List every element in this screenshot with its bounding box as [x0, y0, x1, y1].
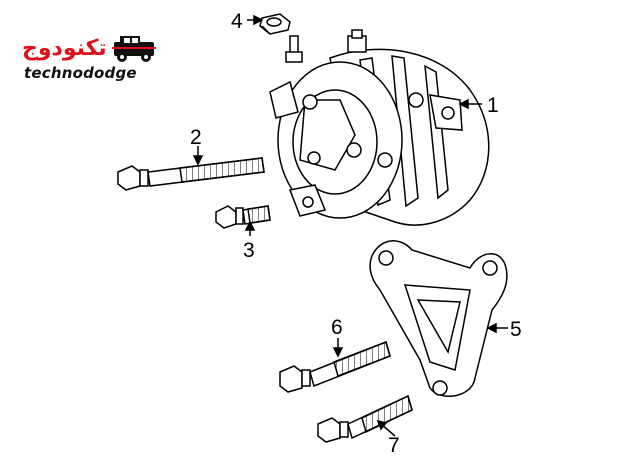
leader-lines: [192, 14, 508, 437]
callout-1: 1: [487, 94, 499, 117]
callout-6: 6: [331, 316, 343, 339]
mounting-bracket-icon: [369, 240, 508, 397]
jeep-icon: [112, 36, 156, 62]
callout-5: 5: [510, 318, 522, 341]
bracket-bolt-icon: [279, 340, 391, 393]
callout-4: 4: [231, 10, 243, 33]
nut-icon: [259, 13, 291, 35]
bracket-bolt-icon-7: [317, 394, 413, 443]
callout-2: 2: [190, 126, 202, 149]
callout-7: 7: [388, 434, 400, 457]
logo-english-text: technododge: [24, 64, 137, 82]
callout-3: 3: [243, 239, 255, 262]
logo-arabic-text: تكنودوج: [22, 36, 107, 61]
short-bolt-icon: [215, 205, 271, 229]
long-bolt-icon: [117, 157, 265, 191]
alternator-icon: [269, 29, 490, 226]
